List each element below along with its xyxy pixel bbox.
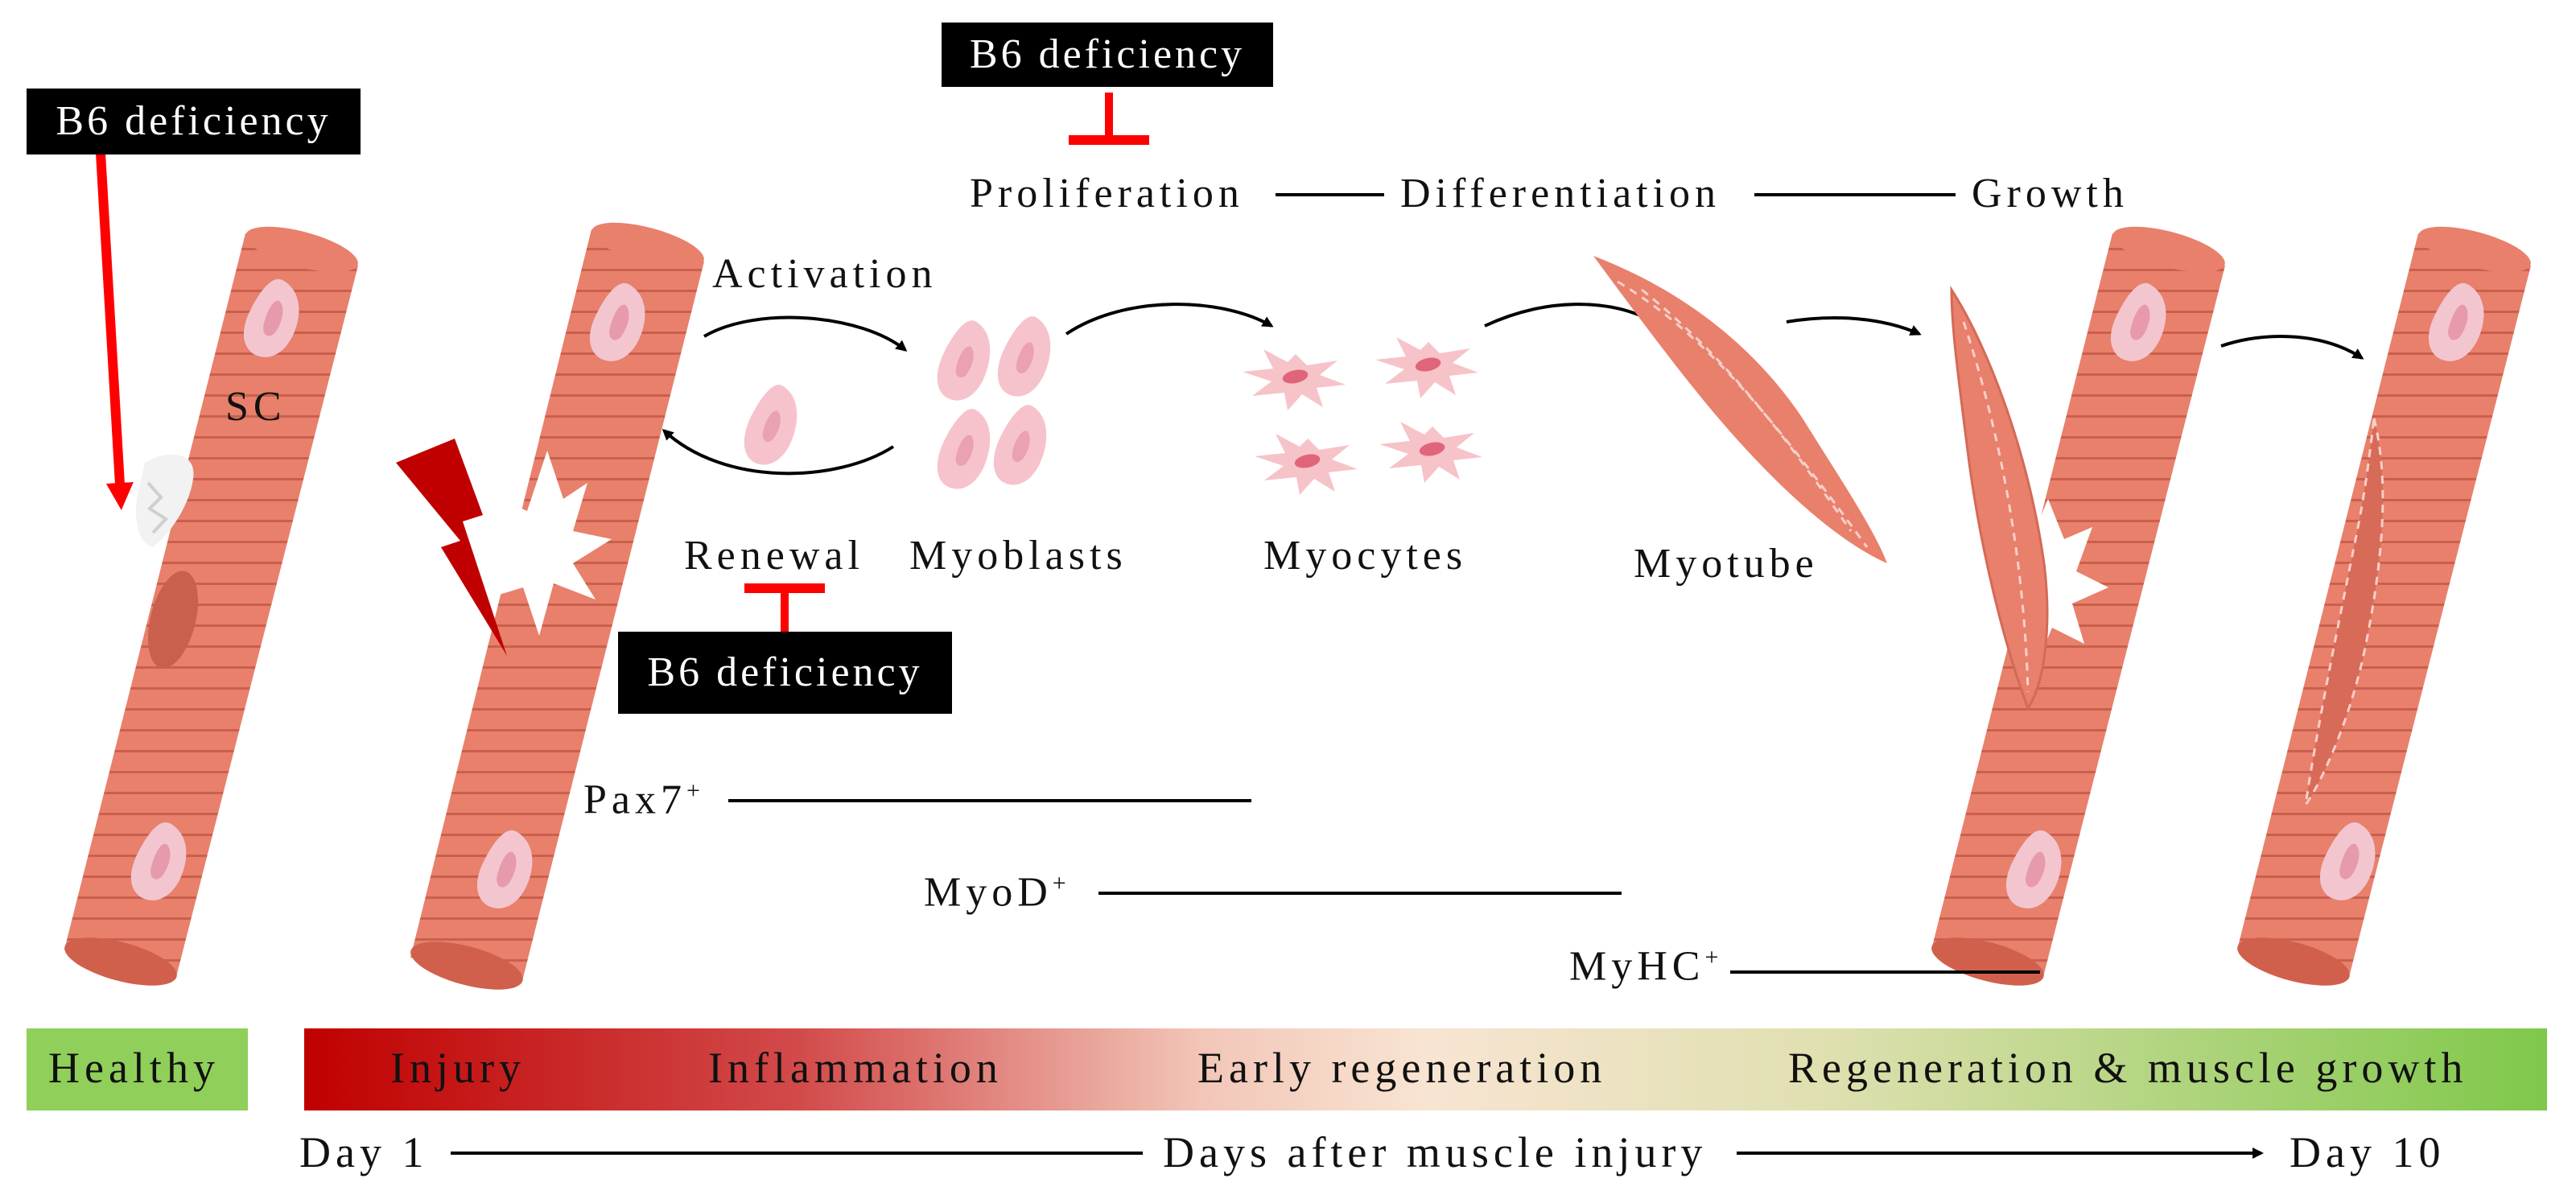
injured-muscle-fiber: [410, 222, 704, 990]
regenerated-muscle-fiber: [2237, 226, 2531, 986]
healthy-muscle-fiber: [64, 226, 358, 986]
timeline-end: Day 10: [2290, 1128, 2446, 1176]
marker-myod: MyoD+: [924, 869, 1066, 916]
label-activation: Activation: [712, 251, 938, 297]
satellite-cell-icon: [738, 379, 805, 471]
label-growth: Growth: [1972, 171, 2129, 216]
label-myocytes: Myocytes: [1263, 533, 1468, 579]
injury-timeline-bar: [304, 1028, 2547, 1110]
label-proliferation: Proliferation: [970, 171, 1244, 216]
healthy-stage-bar: [27, 1028, 248, 1110]
b6-deficiency-badge-mid: B6 deficiency: [618, 632, 952, 714]
stage-early-regeneration: Early regeneration: [1197, 1044, 1607, 1092]
lightning-icon: [396, 439, 507, 656]
label-myotube: Myotube: [1634, 541, 1819, 587]
timeline-middle: Days after muscle injury: [1163, 1128, 1708, 1176]
label-myoblasts: Myoblasts: [909, 533, 1127, 579]
stage-inflammation: Inflammation: [708, 1044, 1003, 1092]
regenerating-muscle-fiber: [1931, 226, 2225, 986]
inhibition-bar-mid: [744, 583, 825, 632]
b6-deficiency-badge-top: B6 deficiency: [942, 23, 1273, 87]
b6-deficiency-badge-left: B6 deficiency: [27, 89, 361, 155]
stage-regeneration: Regeneration & muscle growth: [1788, 1044, 2468, 1092]
stage-healthy: Healthy: [48, 1044, 220, 1092]
label-differentiation: Differentiation: [1400, 171, 1721, 216]
inhibition-bar-top: [1069, 93, 1149, 145]
timeline-start: Day 1: [299, 1128, 429, 1176]
myocytes-icon: [1243, 337, 1482, 495]
myoblasts-icon: [931, 311, 1058, 495]
marker-myhc: MyHC+: [1569, 943, 1719, 990]
deficiency-arrow: [96, 152, 134, 510]
stage-injury: Injury: [390, 1044, 526, 1092]
label-sc: SC: [225, 384, 286, 430]
marker-pax7: Pax7+: [583, 777, 700, 823]
label-renewal: Renewal: [684, 533, 864, 579]
myotube-icon: [1593, 256, 1887, 563]
